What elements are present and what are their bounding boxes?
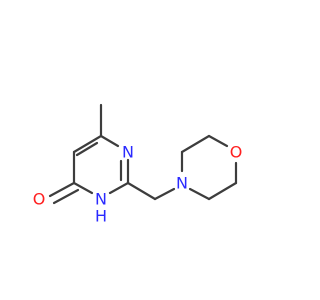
bond-n3-c2 [108,181,130,195]
atom-layer: N N O NH N H O [33,143,243,226]
atom-n-ring: N [95,190,107,209]
bond-c4-n3 [72,181,94,195]
bond-c4-o [48,181,76,198]
bond-c2-ch2 [126,181,157,201]
atom-o-carbonyl: O [33,190,46,209]
bond-c4-o-double [52,188,80,205]
bond-ca-cb [180,134,211,154]
bond-cd-n [188,187,211,201]
bond-c6-c5-double [75,141,99,157]
molecule-diagram: N N O NH N H O [33,103,243,226]
structure-drawing: N N O NH N H O [33,103,243,226]
bond-layer [48,103,238,205]
atom-n-pyrimidine-top: N [122,143,134,162]
bond-cb-o [207,134,229,148]
bond-ch2-n [153,187,176,201]
bond-n1-c6 [99,134,120,148]
bond-c6-c5 [72,134,103,154]
bond-cc-cd [207,181,238,201]
atom-o-morpholine: O [230,143,243,162]
atom-nh-hydrogen: H [95,207,107,226]
atom-n-morpholine: N [176,174,188,193]
